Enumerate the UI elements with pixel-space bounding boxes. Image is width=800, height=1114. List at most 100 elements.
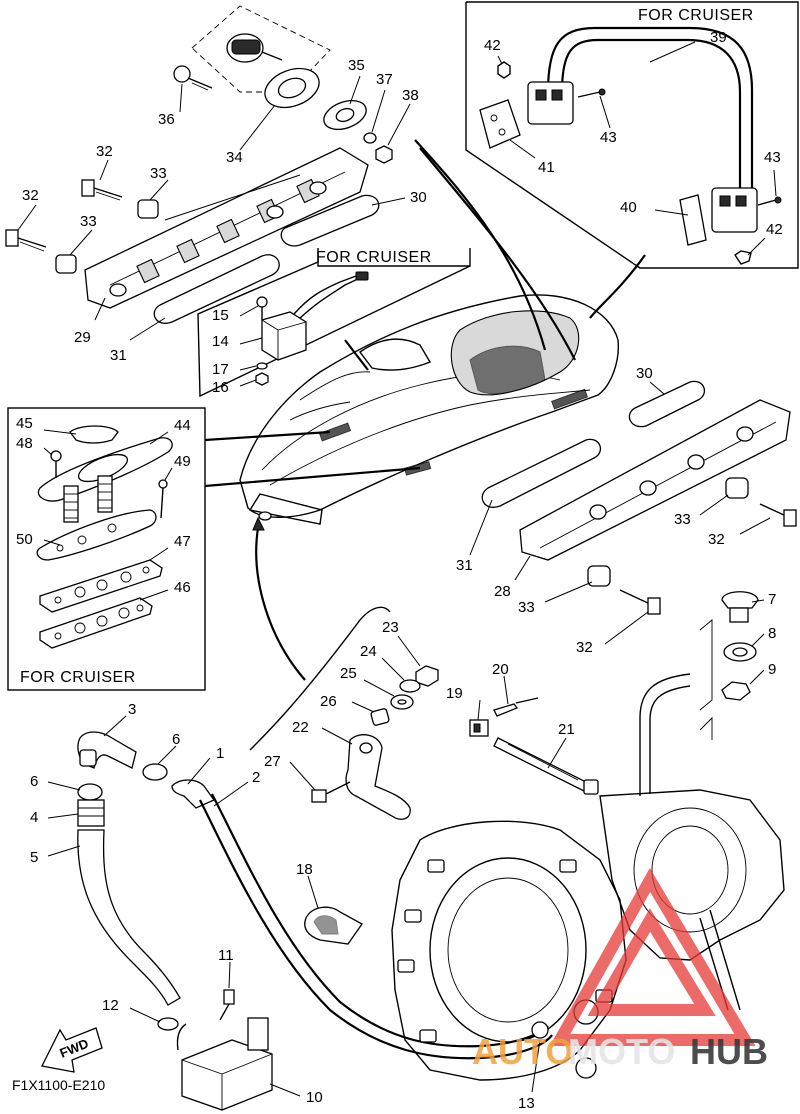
clamp-12 bbox=[157, 1017, 179, 1031]
label-12: 12 bbox=[102, 997, 119, 1014]
label-44: 44 bbox=[174, 417, 191, 434]
handle-lower-plate bbox=[679, 194, 707, 246]
hull-nose bbox=[248, 493, 323, 525]
label-30a: 30 bbox=[410, 189, 427, 206]
label-40: 40 bbox=[620, 199, 637, 216]
pointer-lines bbox=[204, 139, 646, 681]
label-20: 20 bbox=[492, 661, 509, 678]
label-23: 23 bbox=[382, 619, 399, 636]
hose-5 bbox=[77, 829, 181, 1006]
label-3: 3 bbox=[128, 701, 136, 718]
label-39: 39 bbox=[710, 29, 727, 46]
label-45: 45 bbox=[16, 415, 33, 432]
label-50: 50 bbox=[16, 531, 33, 548]
watermark-text-moto: MOTO bbox=[568, 1031, 675, 1072]
controller-box-title: FOR CRUISER bbox=[316, 249, 432, 266]
label-32b: 32 bbox=[22, 187, 39, 204]
spacer-26 bbox=[370, 708, 390, 726]
label-17: 17 bbox=[212, 361, 229, 378]
controller-14 bbox=[261, 311, 307, 361]
clip-18 bbox=[304, 875, 363, 945]
controller-box-outline bbox=[197, 261, 471, 398]
watermark-text-hub: HUB bbox=[690, 1031, 768, 1072]
label-24: 24 bbox=[360, 643, 377, 660]
label-18: 18 bbox=[296, 861, 313, 878]
fwd-arrow: FWD bbox=[41, 1027, 103, 1073]
cutaway-line bbox=[249, 606, 391, 751]
label-9: 9 bbox=[768, 661, 776, 678]
label-26: 26 bbox=[320, 693, 337, 710]
cleat-cap-45 bbox=[69, 425, 119, 444]
label-33a: 33 bbox=[150, 165, 167, 182]
washer-24 bbox=[399, 679, 421, 693]
label-33c: 33 bbox=[674, 511, 691, 528]
part-numbers: 1 2 3 4 5 6 6 7 8 9 10 11 12 13 14 15 16… bbox=[16, 29, 783, 1112]
watermark-triangle bbox=[549, 868, 756, 1046]
cruiser-handle-box-title: FOR CRUISER bbox=[638, 7, 754, 24]
engine-block bbox=[391, 673, 785, 1093]
label-16: 16 bbox=[212, 379, 229, 396]
cleat-gasket-50 bbox=[36, 509, 157, 561]
collar-33-upper bbox=[137, 199, 159, 219]
label-41: 41 bbox=[538, 159, 555, 176]
label-27: 27 bbox=[264, 753, 281, 770]
label-15: 15 bbox=[212, 307, 229, 324]
watermark-logo: AUTO MOTO HUB bbox=[472, 868, 768, 1072]
bolt-32-upper bbox=[81, 179, 123, 201]
label-32a: 32 bbox=[96, 143, 113, 160]
cruiser-cleat-box: FOR CRUISER bbox=[7, 407, 206, 691]
clamp-6-lower bbox=[77, 783, 103, 801]
collar-33-lower bbox=[587, 565, 611, 587]
label-43a: 43 bbox=[600, 129, 617, 146]
label-37: 37 bbox=[376, 71, 393, 88]
rail-28-assembly bbox=[469, 380, 797, 645]
cleat-plate-46 bbox=[39, 597, 153, 649]
bolt-32-lower bbox=[619, 589, 661, 615]
cleat-springs bbox=[63, 475, 113, 523]
hull-outline bbox=[239, 294, 619, 518]
label-30b: 30 bbox=[636, 365, 653, 382]
label-8: 8 bbox=[768, 625, 776, 642]
rail-28 bbox=[519, 399, 791, 561]
label-25: 25 bbox=[340, 665, 357, 682]
bolt-32-left bbox=[5, 229, 47, 252]
grab-rail-assembly bbox=[5, 5, 411, 341]
watermark-text-auto: AUTO bbox=[472, 1031, 573, 1072]
screw-36 bbox=[173, 65, 191, 83]
collar-33-left bbox=[55, 254, 77, 274]
label-36: 36 bbox=[158, 111, 175, 128]
drawing-code: F1X1100-E210 bbox=[12, 1077, 105, 1093]
label-32c: 32 bbox=[708, 531, 725, 548]
cruiser-handle-box-outline bbox=[465, 1, 799, 269]
cleat-box-title: FOR CRUISER bbox=[20, 669, 136, 686]
fitting-13 bbox=[531, 1021, 549, 1039]
label-31b: 31 bbox=[456, 557, 473, 574]
hull-handlebar bbox=[359, 338, 432, 371]
grab-handle-tube-inner bbox=[560, 38, 742, 190]
nut-38 bbox=[375, 145, 393, 164]
label-2: 2 bbox=[252, 769, 260, 786]
spacer-30-right bbox=[628, 380, 706, 428]
hose-assembly bbox=[47, 715, 553, 1111]
label-6b: 6 bbox=[30, 773, 38, 790]
label-14: 14 bbox=[212, 333, 229, 350]
connector-11 bbox=[223, 989, 235, 1005]
bracket-22 bbox=[345, 734, 411, 820]
plug-7 bbox=[721, 591, 759, 609]
label-47: 47 bbox=[174, 533, 191, 550]
nut-9 bbox=[721, 681, 751, 701]
engine-bore bbox=[429, 857, 587, 1043]
collar-33-right bbox=[725, 477, 749, 499]
clamp-6-upper bbox=[142, 763, 168, 781]
screw-48 bbox=[50, 450, 62, 462]
bracket-assembly bbox=[249, 606, 599, 820]
fwd-arrow-shape bbox=[41, 1027, 103, 1073]
spacer-31 bbox=[153, 254, 280, 324]
label-28: 28 bbox=[494, 583, 511, 600]
hose-1 bbox=[171, 779, 215, 809]
grab-handle-tube bbox=[546, 26, 754, 190]
label-21: 21 bbox=[558, 721, 575, 738]
jet-housing bbox=[599, 789, 785, 961]
